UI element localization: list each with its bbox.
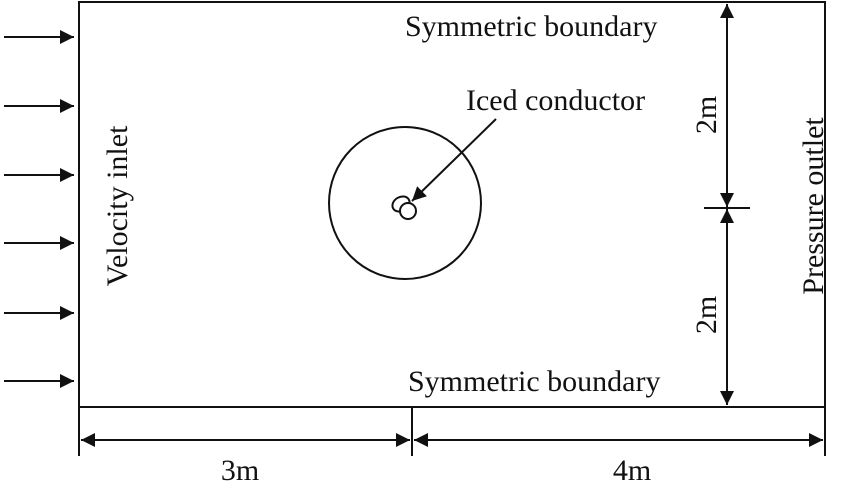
label-dim-upper: 2m (690, 96, 723, 134)
label-symmetric-top: Symmetric boundary (405, 10, 657, 43)
label-dim-right: 4m (613, 454, 651, 487)
domain-boundary (78, 1, 826, 408)
label-pressure-outlet: Pressure outlet (797, 117, 830, 295)
label-velocity-inlet: Velocity inlet (101, 125, 134, 286)
conductor-leader-arrow (411, 118, 497, 202)
iced-conductor-shape (391, 195, 417, 220)
horizontal-dimension (78, 407, 826, 456)
label-symmetric-bottom: Symmetric boundary (408, 365, 660, 398)
inlet-flow-arrows (4, 30, 74, 388)
conductor-core (399, 202, 417, 220)
label-iced-conductor: Iced conductor (466, 84, 645, 117)
label-dim-lower: 2m (690, 296, 723, 334)
refinement-zone-circle (328, 126, 482, 280)
vertical-dimension (704, 3, 750, 405)
label-dim-left: 3m (221, 454, 259, 487)
